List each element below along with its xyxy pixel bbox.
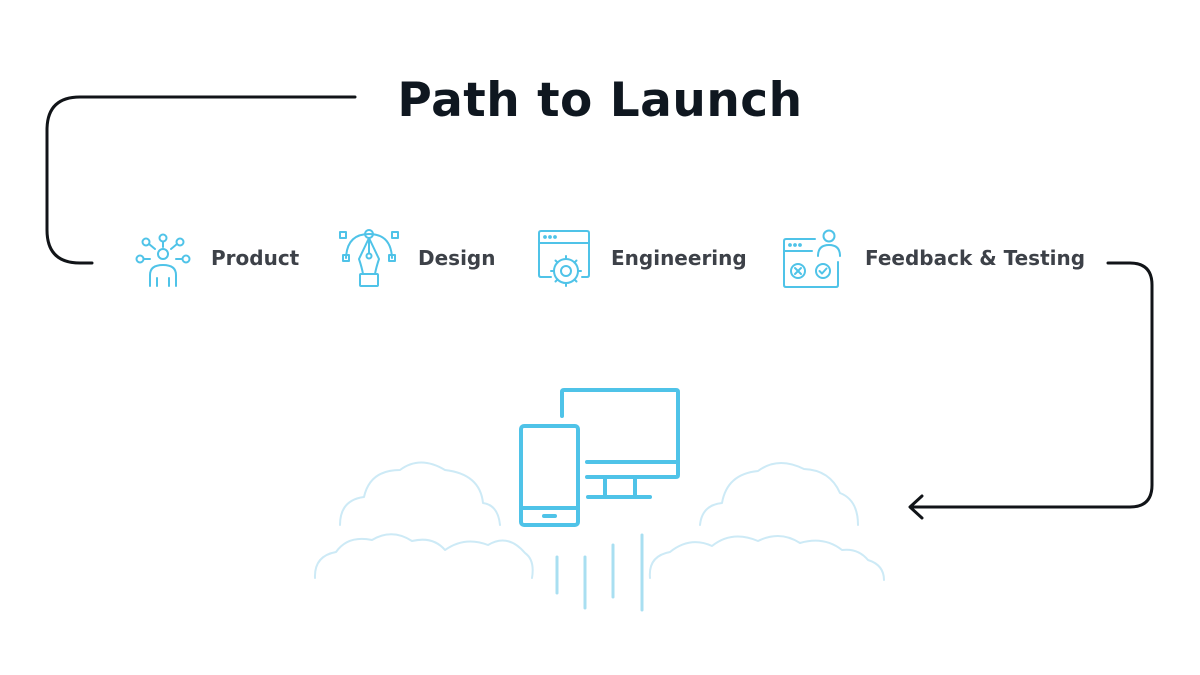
desktop-monitor-icon bbox=[560, 388, 680, 499]
cloud-left-front bbox=[313, 533, 534, 579]
smartphone-icon bbox=[519, 424, 580, 527]
connector-right bbox=[910, 261, 1154, 509]
stage-label-feedback-testing: Feedback & Testing bbox=[865, 246, 1086, 270]
stage-label-product: Product bbox=[211, 246, 300, 270]
cloud-right-back bbox=[699, 462, 859, 526]
connector-top-left bbox=[45, 95, 357, 265]
stage-label-engineering: Engineering bbox=[611, 246, 747, 270]
user-testing-icon bbox=[783, 229, 841, 288]
product-network-icon bbox=[135, 233, 191, 287]
page-title: Path to Launch bbox=[397, 73, 803, 128]
cloud-left-back bbox=[339, 461, 501, 526]
cloud-right-front bbox=[648, 535, 885, 581]
launch-motion-lines bbox=[555, 533, 644, 612]
arrow-left-icon bbox=[908, 494, 924, 520]
pen-tool-icon bbox=[339, 229, 399, 287]
browser-gear-icon bbox=[538, 230, 590, 287]
clouds-decoration bbox=[313, 461, 885, 581]
stage-label-design: Design bbox=[418, 246, 496, 270]
